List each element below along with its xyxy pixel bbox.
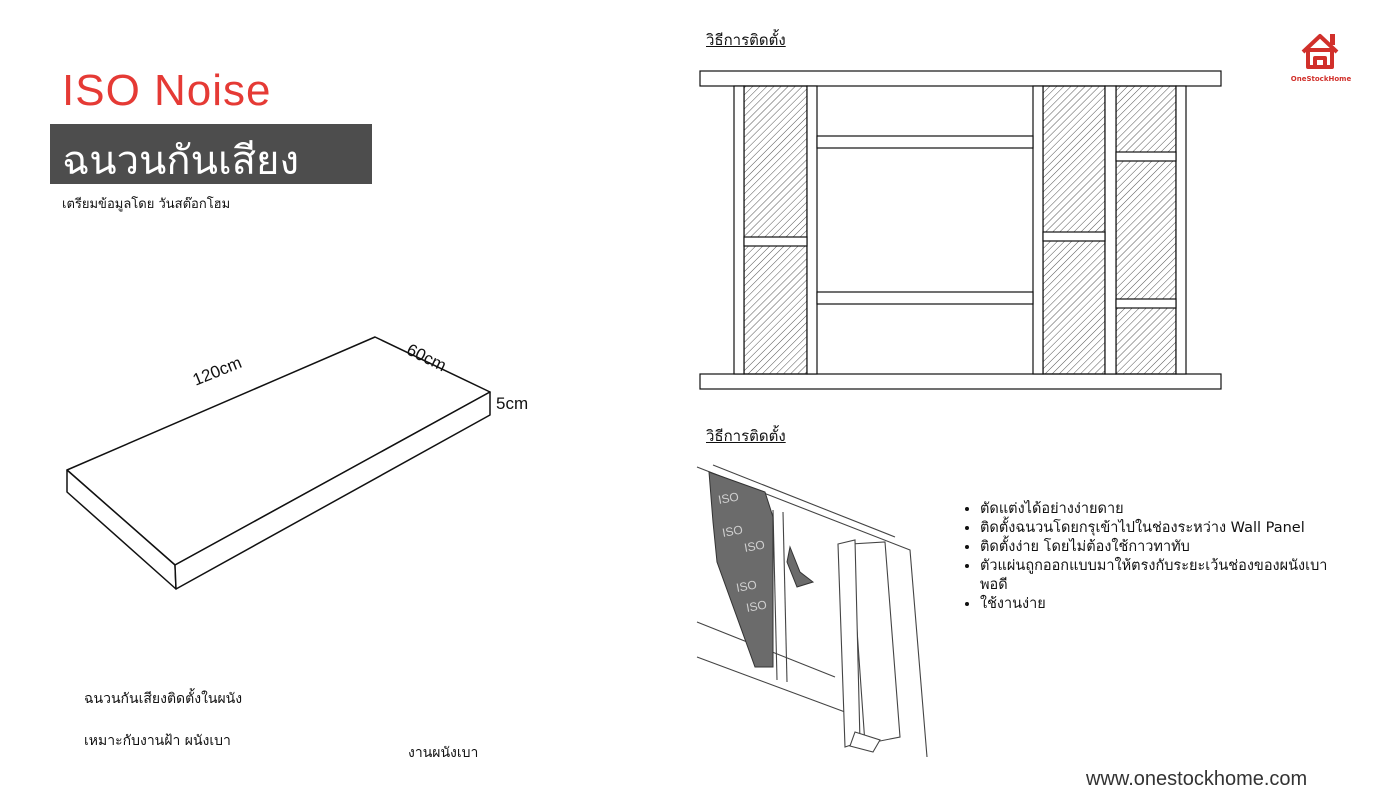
title-thai-background [50, 124, 372, 184]
onestockhome-logo-icon [1301, 34, 1339, 69]
iso-label-5: ISO [745, 598, 768, 615]
prepared-by: เตรียมข้อมูลโดย วันสต๊อกโฮม [62, 197, 231, 212]
insulation-board-drawing [66, 336, 491, 590]
feature-item: ติดตั้งฉนวนโดยกรุเข้าไปในช่องระหว่าง Wal… [980, 519, 1340, 538]
feature-list: ตัดแต่งได้อย่างง่ายดาย ติดตั้งฉนวนโดยกรุ… [956, 500, 1340, 614]
iso-label-4: ISO [735, 578, 758, 595]
caption-suitable: เหมาะกับงานฝ้า ผนังเบา [84, 733, 231, 749]
title-english: ISO Noise [62, 66, 272, 115]
feature-item: ใช้งานง่าย [980, 595, 1340, 614]
feature-item: ติดตั้งง่าย โดยไม่ต้องใช้กาวทาทับ [980, 538, 1340, 557]
iso-label-1: ISO [717, 490, 740, 507]
iso-label-2: ISO [721, 523, 744, 540]
caption-wall-install: ฉนวนกันเสียงติดตั้งในผนัง [84, 691, 243, 707]
thickness-label: 5cm [496, 394, 529, 413]
website-url: www.onestockhome.com [1086, 768, 1308, 790]
title-thai: ฉนวนกันเสียง [62, 138, 300, 184]
install-perspective-drawing: ISO ISO ISO ISO ISO [696, 464, 928, 758]
feature-item: ตัวแผ่นถูกออกแบบมาให้ตรงกับระยะเว้นช่องข… [980, 557, 1340, 595]
install-title-top: วิธีการติดตั้ง [706, 31, 786, 49]
feature-item: ตัดแต่งได้อย่างง่ายดาย [980, 500, 1340, 519]
iso-label-3: ISO [743, 538, 766, 555]
wall-frame-diagram [699, 70, 1222, 390]
logo-text: OneStockHome [1290, 75, 1352, 83]
install-title-bottom: วิธีการติดตั้ง [706, 427, 786, 445]
caption-drywall: งานผนังเบา [408, 745, 479, 761]
